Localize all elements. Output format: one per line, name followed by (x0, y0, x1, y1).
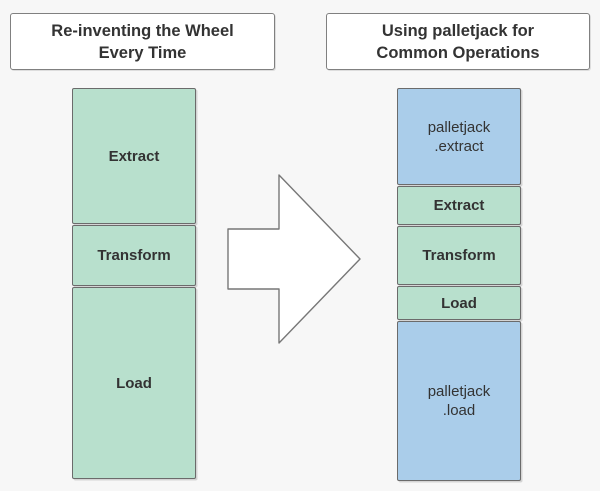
arrow-path (228, 175, 360, 343)
right-panel-title-text: Using palletjack for Common Operations (376, 21, 540, 62)
left-stage-load: Load (72, 287, 196, 479)
right-stage-extract: Extract (397, 186, 521, 225)
right-panel-title: Using palletjack for Common Operations (326, 13, 590, 70)
right-arrow-shape (226, 173, 362, 345)
right-stage-palletjack-load: palletjack .load (397, 321, 521, 481)
right-stage-load: Load (397, 286, 521, 320)
right-stage-transform: Transform (397, 226, 521, 285)
left-panel-title: Re-inventing the Wheel Every Time (10, 13, 275, 70)
right-arrow-icon (226, 173, 362, 345)
left-stage-extract: Extract (72, 88, 196, 224)
left-stage-transform: Transform (72, 225, 196, 286)
right-stage-palletjack-extract: palletjack .extract (397, 88, 521, 185)
left-panel-title-text: Re-inventing the Wheel Every Time (51, 21, 234, 62)
